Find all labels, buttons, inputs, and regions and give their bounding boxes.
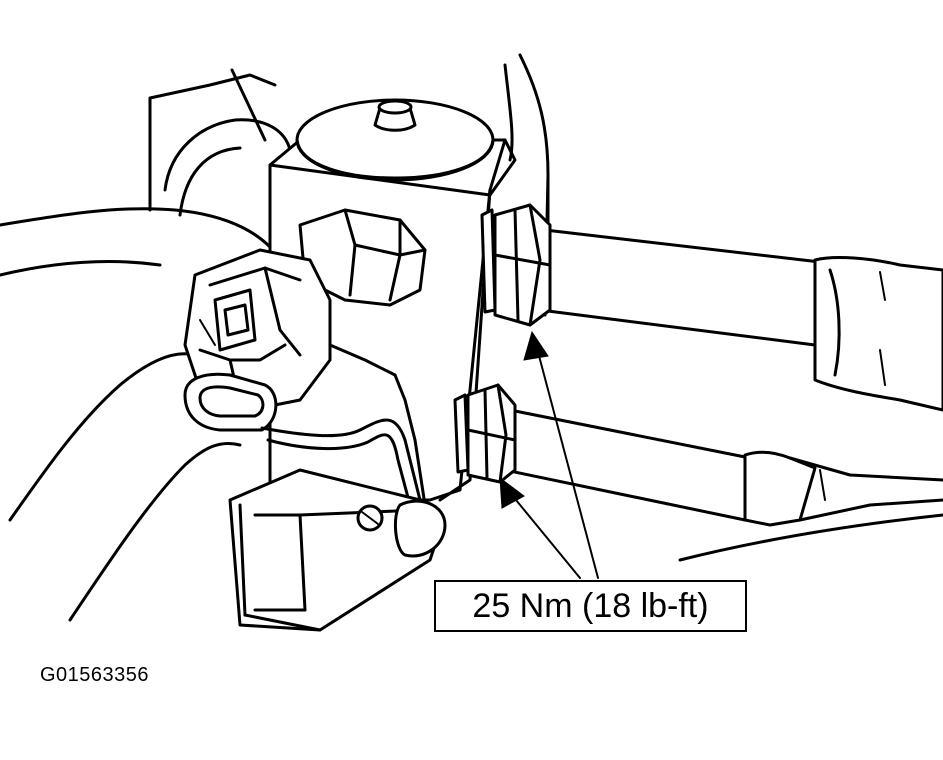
wiring-connector: [183, 248, 332, 412]
suction-hose-left: [0, 118, 292, 622]
harness-wire: [260, 343, 427, 507]
torque-callout-leaders: [499, 330, 599, 579]
upper-refrigerant-line: [538, 228, 943, 412]
upper-hex-fitting: [480, 203, 552, 327]
torque-spec-callout: 25 Nm (18 lb-ft): [434, 580, 747, 632]
torque-spec-label: 25 Nm (18 lb-ft): [472, 586, 709, 625]
valve-top-cap: [295, 98, 495, 182]
lower-refrigerant-line: [503, 408, 943, 562]
lower-hex-fitting: [453, 383, 517, 484]
connector-lock-clip: [183, 372, 278, 432]
lower-mounting-tab: [228, 468, 447, 632]
figure-id-label: G01563356: [40, 664, 150, 686]
